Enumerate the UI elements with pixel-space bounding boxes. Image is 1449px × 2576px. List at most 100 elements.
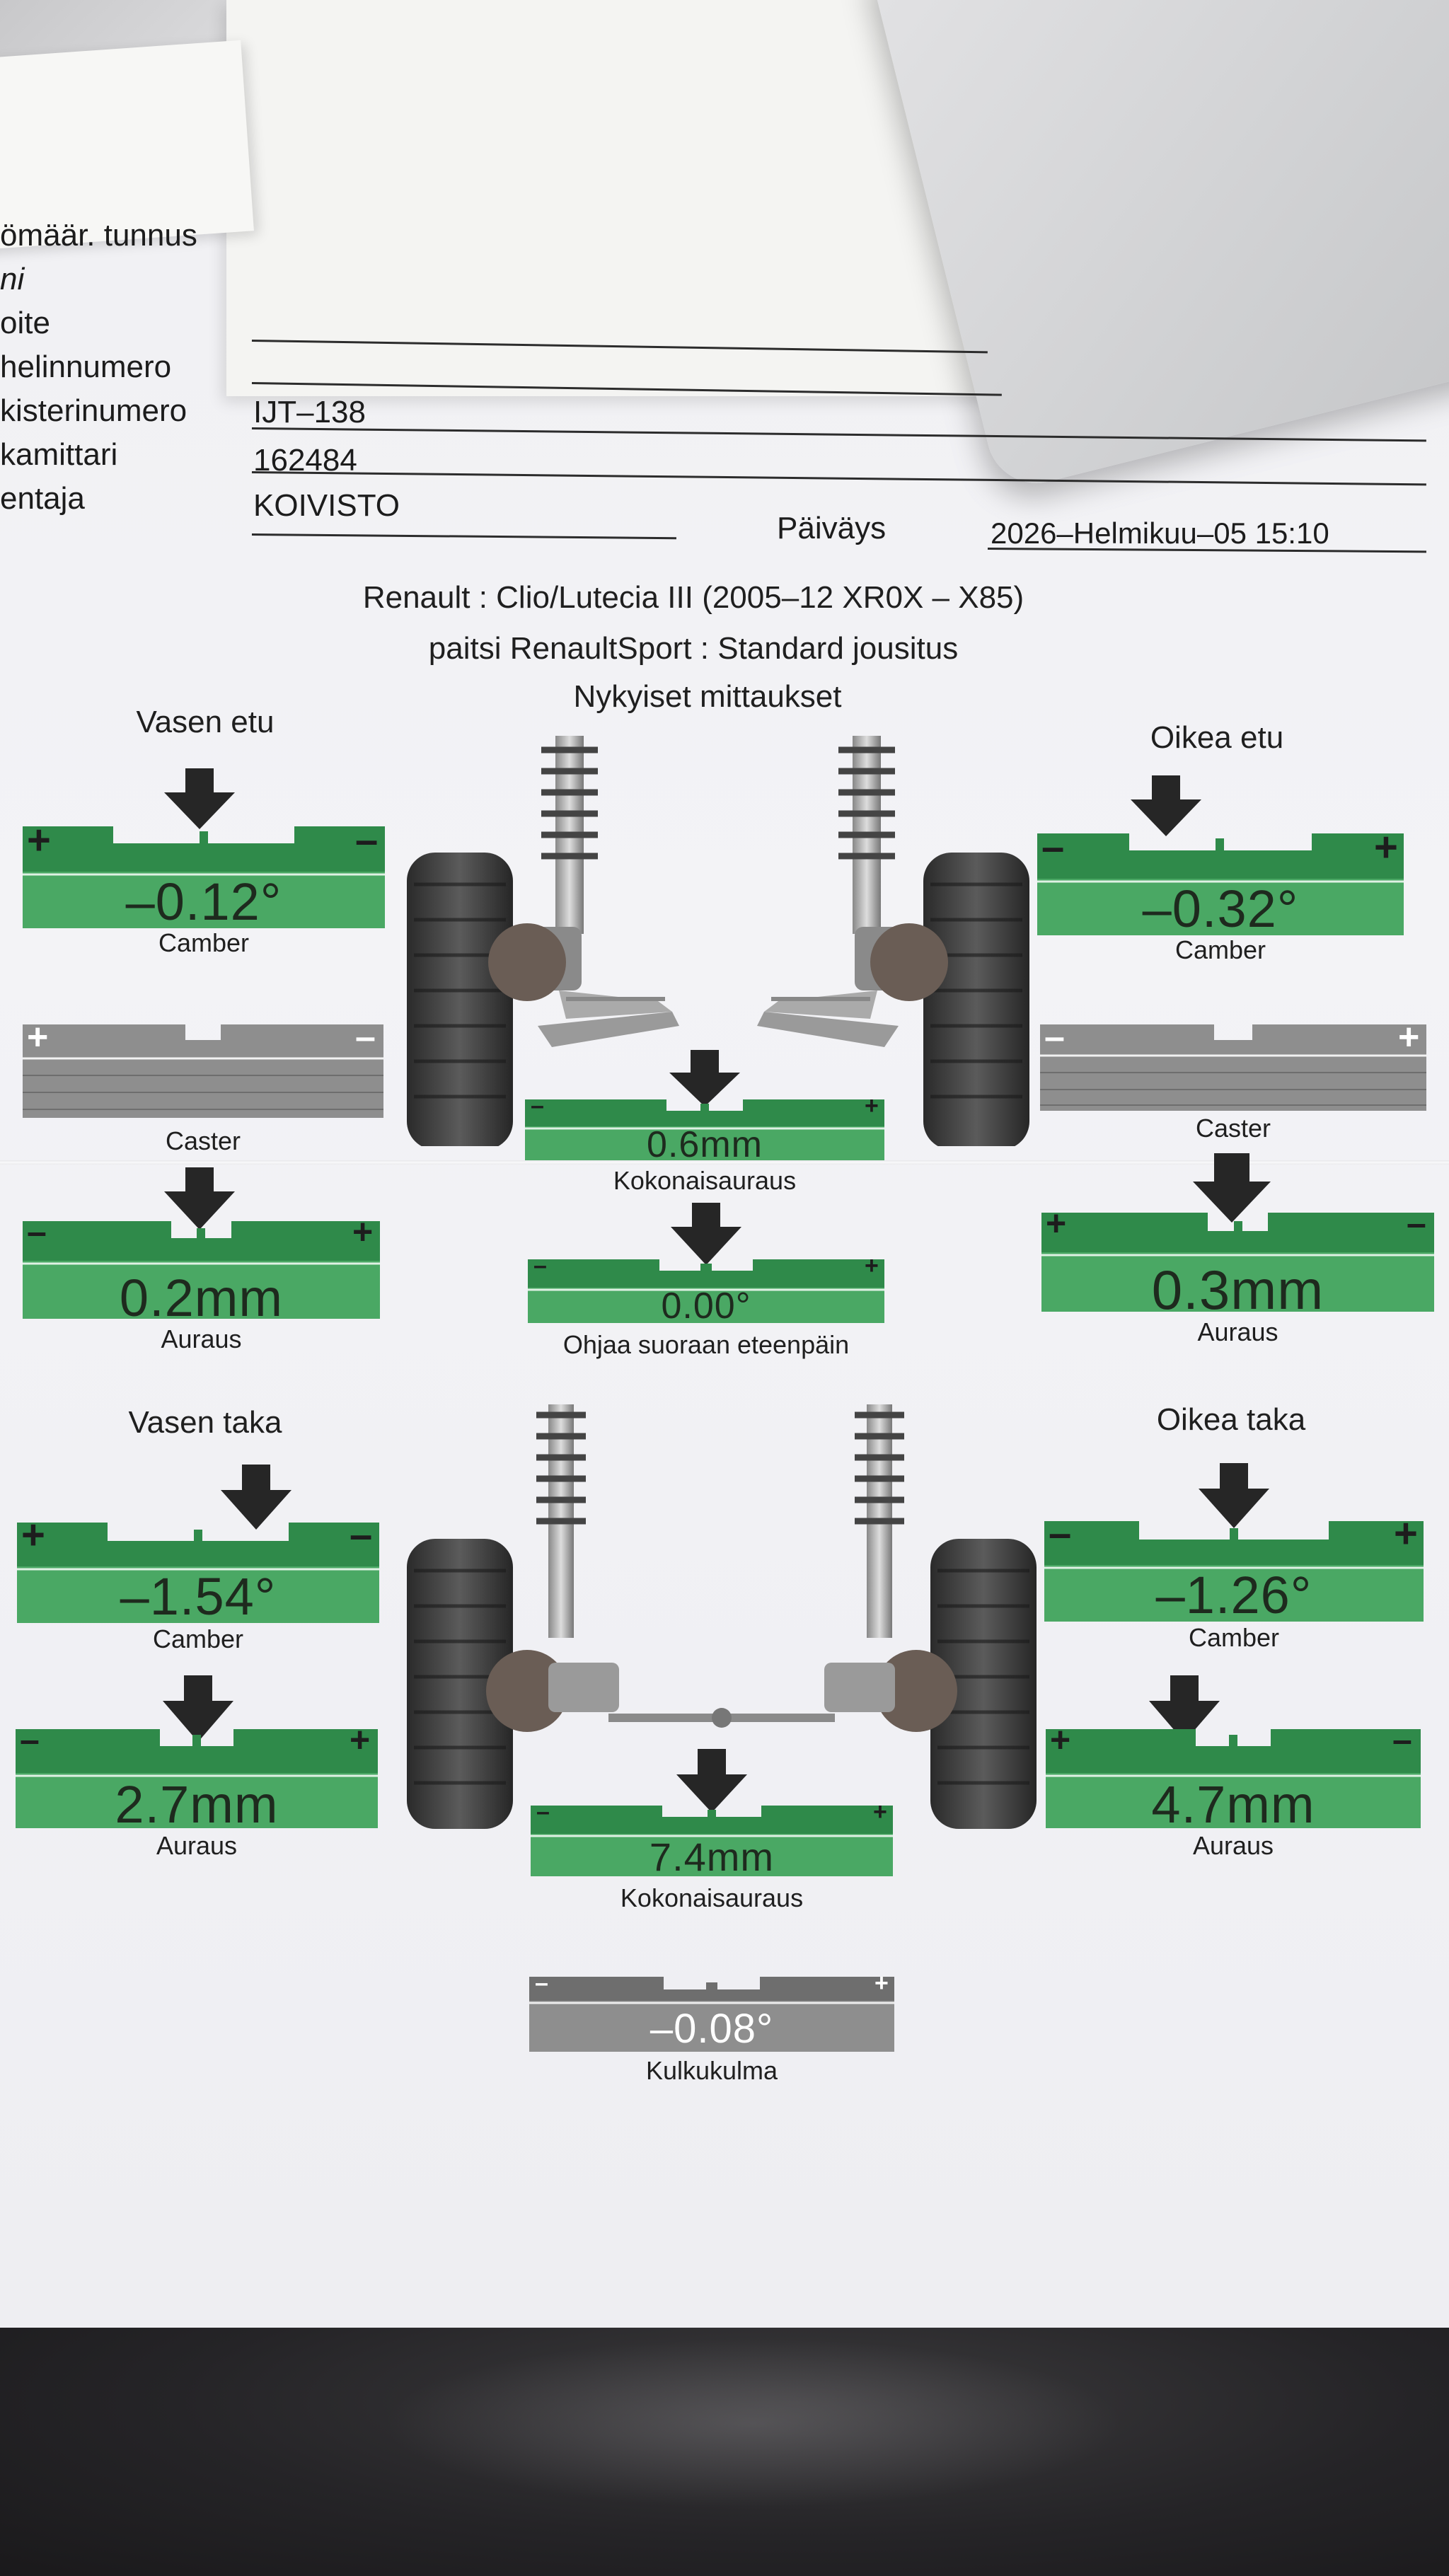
plus-sign: + xyxy=(1374,824,1398,870)
front-total-toe-gauge: – + 0.6mm Kokonaisauraus xyxy=(525,1050,884,1199)
plus-sign: + xyxy=(27,1017,49,1058)
minus-sign: – xyxy=(531,1092,544,1119)
field-label-address: oite xyxy=(0,306,50,340)
vehicle-variant: paitsi RenaultSport : Standard jousitus xyxy=(428,631,959,666)
toe-value: 4.7mm xyxy=(1151,1775,1315,1834)
front-suspension-illustration xyxy=(407,736,1029,1146)
register-number-value: IJT–138 xyxy=(253,395,366,429)
plus-sign: + xyxy=(350,1720,371,1760)
minus-sign: – xyxy=(1041,824,1065,870)
field-label-name: ni xyxy=(0,262,25,296)
toe-value: 0.2mm xyxy=(119,1269,284,1327)
pointer-arrow-icon xyxy=(1199,1463,1269,1528)
camber-label: Camber xyxy=(1174,935,1266,964)
gauge-scale xyxy=(1046,1675,1421,1828)
field-label-phone: helinnumero xyxy=(0,350,172,384)
paper-fold xyxy=(0,1160,1449,1165)
rear-right-toe-gauge: + – 4.7mm Auraus xyxy=(1046,1670,1421,1868)
minus-sign: – xyxy=(1049,1511,1072,1556)
minus-sign: – xyxy=(355,1017,376,1058)
rear-left-camber-gauge: + – –1.54° Camber xyxy=(17,1465,379,1663)
gauge-scale xyxy=(1044,1463,1424,1622)
rear-total-toe-gauge: – + 7.4mm Kokonaisauraus xyxy=(531,1749,893,1919)
total-toe-label: Kokonaisauraus xyxy=(613,1166,797,1195)
gauge-scale xyxy=(525,1050,884,1160)
plus-sign: + xyxy=(21,1512,45,1558)
steering-straight-gauge: – + 0.00° Ohjaa suoraan eteenpäin xyxy=(528,1203,884,1373)
plus-sign: + xyxy=(1394,1511,1418,1556)
date-label: Päiväys xyxy=(777,511,887,545)
minus-sign: – xyxy=(535,1970,548,1997)
rear-left-title: Vasen taka xyxy=(128,1405,282,1440)
field-label-technician: entaja xyxy=(0,481,85,516)
gauge-scale xyxy=(1037,775,1404,935)
gauge-scale xyxy=(529,1977,894,2052)
pointer-arrow-icon xyxy=(676,1749,747,1813)
vehicle-model: Renault : Clio/Lutecia III (2005–12 XR0X… xyxy=(362,580,1024,615)
camber-label: Camber xyxy=(158,928,250,957)
dark-lap-area xyxy=(0,2328,1449,2576)
technician-value: KOIVISTO xyxy=(253,488,400,523)
camber-value: –1.54° xyxy=(120,1567,277,1626)
total-toe-value: 7.4mm xyxy=(649,1835,775,1879)
caster-label: Caster xyxy=(1195,1114,1271,1143)
gauge-scale xyxy=(17,1465,379,1623)
lap-highlight xyxy=(382,2338,1125,2508)
gauge-scale xyxy=(23,1167,380,1319)
front-right-caster-gauge: – + Caster xyxy=(1040,1017,1426,1160)
date-value: 2026–Helmikuu–05 15:10 xyxy=(991,516,1329,550)
minus-sign: – xyxy=(355,817,379,863)
total-toe-label: Kokonaisauraus xyxy=(620,1883,804,1912)
toe-label: Auraus xyxy=(161,1324,242,1353)
tire-icon xyxy=(923,853,1029,1146)
rear-right-camber-gauge: – + –1.26° Camber xyxy=(1044,1463,1424,1661)
tire-icon xyxy=(407,1539,513,1829)
gauge-scale xyxy=(16,1675,378,1828)
front-right-toe-gauge: + – 0.3mm Auraus xyxy=(1041,1153,1434,1358)
minus-sign: – xyxy=(533,1252,547,1279)
minus-sign: – xyxy=(536,1798,550,1825)
plus-sign: + xyxy=(1050,1720,1071,1760)
field-label-odometer: kamittari xyxy=(0,437,118,472)
plus-sign: + xyxy=(1398,1017,1420,1058)
gauge-scale xyxy=(528,1203,884,1323)
camber-value: –0.12° xyxy=(125,872,282,931)
background-sheet xyxy=(226,0,1019,396)
pointer-arrow-icon xyxy=(163,1675,233,1742)
gauge-scale xyxy=(531,1749,893,1876)
thrust-angle-gauge: – + –0.08° Kulkukulma xyxy=(529,1970,894,2094)
pointer-arrow-icon xyxy=(221,1465,291,1530)
minus-sign: – xyxy=(1392,1720,1412,1760)
pointer-arrow-icon xyxy=(1131,775,1201,836)
pointer-arrow-icon xyxy=(164,768,235,829)
pointer-arrow-icon xyxy=(671,1203,741,1265)
front-left-toe-gauge: – + 0.2mm Auraus xyxy=(23,1167,380,1365)
field-label-register: kisterinumero xyxy=(0,393,187,428)
toe-value: 2.7mm xyxy=(115,1775,279,1834)
tire-icon xyxy=(930,1539,1037,1829)
rear-right-title: Oikea taka xyxy=(1156,1402,1306,1437)
front-left-title: Vasen etu xyxy=(136,705,275,739)
minus-sign: – xyxy=(27,1212,47,1252)
pointer-arrow-icon xyxy=(1193,1153,1271,1223)
front-left-camber-gauge: + – –0.12° Camber xyxy=(23,764,385,962)
plus-sign: + xyxy=(865,1092,879,1119)
caster-label: Caster xyxy=(165,1126,241,1155)
rear-left-toe-gauge: – + 2.7mm Auraus xyxy=(16,1670,378,1868)
steering-label: Ohjaa suoraan eteenpäin xyxy=(562,1330,850,1359)
camber-value: –0.32° xyxy=(1142,879,1299,938)
gauge-scale xyxy=(1041,1153,1434,1312)
gauge-scale xyxy=(23,768,385,928)
rear-suspension-illustration xyxy=(407,1404,1037,1829)
thrust-label: Kulkukulma xyxy=(645,2056,778,2085)
plus-sign: + xyxy=(1046,1203,1067,1243)
camber-value: –1.26° xyxy=(1155,1566,1312,1624)
camber-label: Camber xyxy=(1188,1623,1280,1652)
pointer-arrow-icon xyxy=(669,1050,740,1107)
minus-sign: – xyxy=(1407,1203,1426,1243)
plus-sign: + xyxy=(27,817,51,863)
plus-sign: + xyxy=(352,1212,374,1252)
toe-label: Auraus xyxy=(1197,1317,1278,1346)
minus-sign: – xyxy=(20,1720,40,1760)
field-label-chassis: ömäär. tunnus xyxy=(0,218,197,253)
